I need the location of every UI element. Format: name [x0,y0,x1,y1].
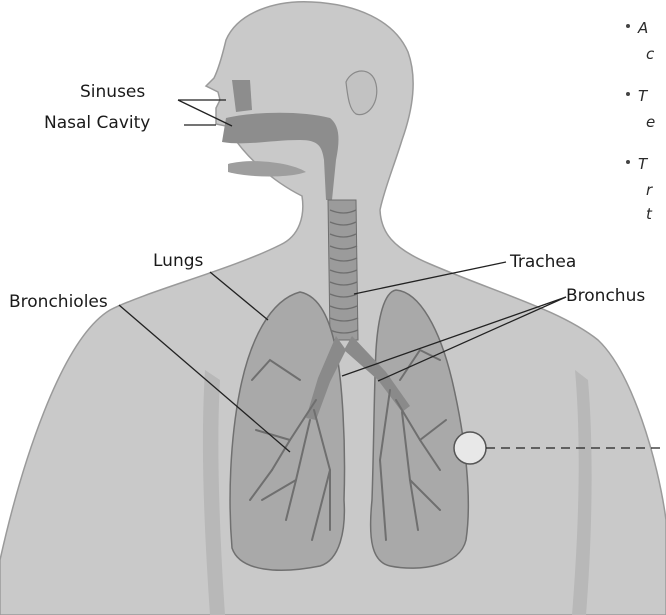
bullet-1 [626,24,630,28]
label-lungs: Lungs [153,251,203,271]
alveoli-callout-circle [454,432,486,464]
label-sinuses: Sinuses [80,82,145,102]
bullet-2 [626,92,630,96]
label-nasal-cavity: Nasal Cavity [44,113,150,133]
note-1-line-2: c [646,44,654,64]
label-bronchioles: Bronchioles [9,292,108,312]
label-bronchus: Bronchus [566,286,645,306]
note-2-line-1: T [638,86,647,106]
note-3-line-2: r [646,180,652,200]
note-3-line-1: T [638,154,647,174]
note-2-line-2: e [646,112,655,132]
bullet-3 [626,160,630,164]
note-1-line-1: A [638,18,648,38]
label-trachea: Trachea [510,252,576,272]
note-3-line-3: t [646,204,652,224]
